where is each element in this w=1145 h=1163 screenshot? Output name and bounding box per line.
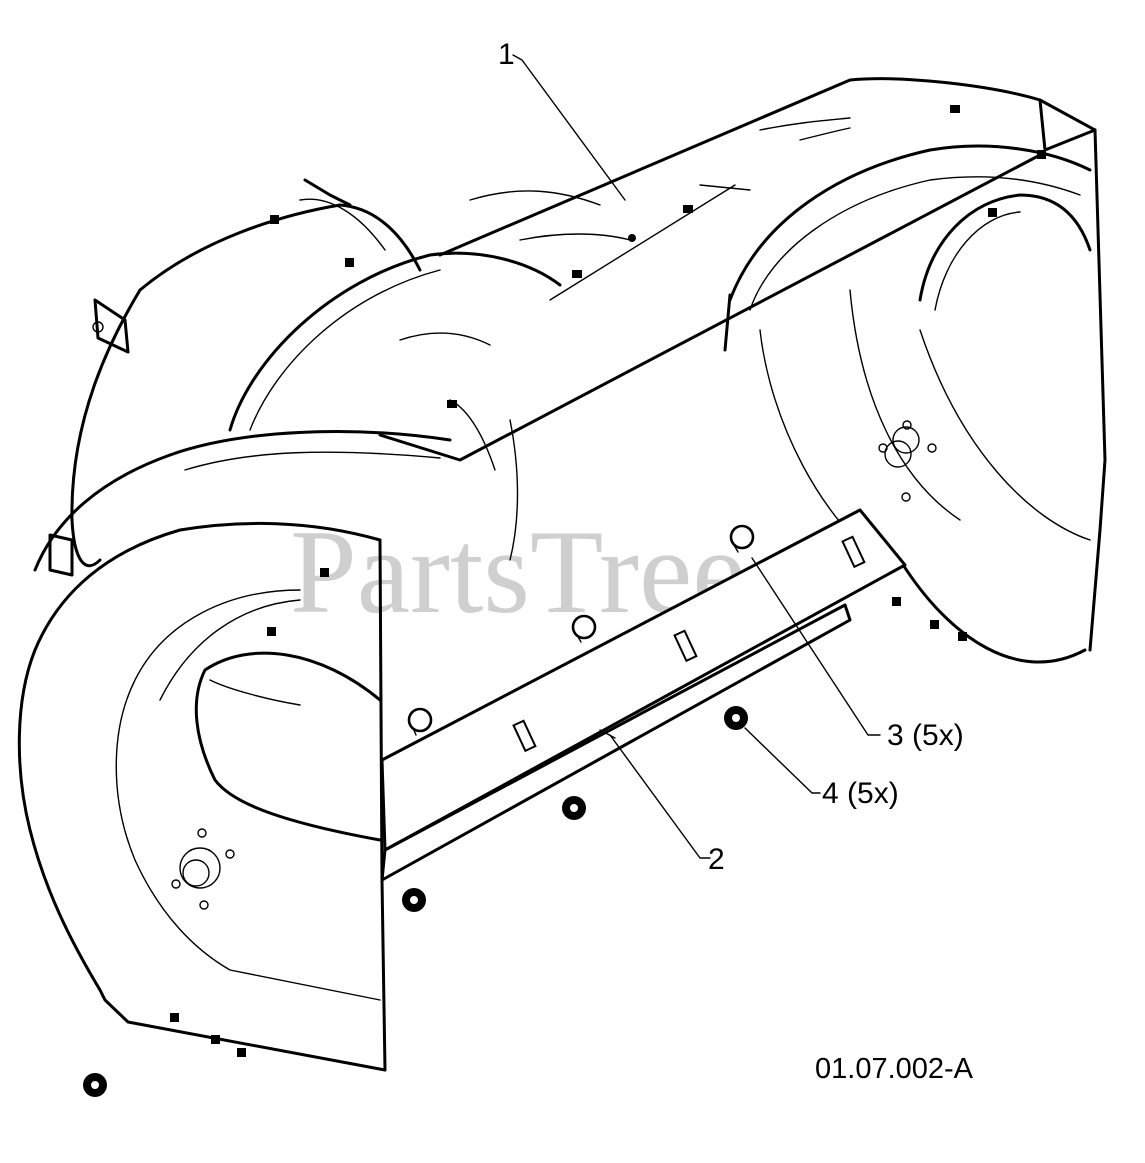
auger-shell [168, 190, 631, 561]
left-front-housing [17, 453, 387, 1072]
callout-3: 3 (5x) [887, 719, 964, 752]
callout-2: 2 [708, 843, 725, 876]
callout-1: 1 [498, 38, 515, 71]
carriage-bolts [407, 524, 755, 736]
left-rear-housing [48, 178, 422, 577]
top-beam [378, 77, 1097, 462]
hex-nuts [83, 706, 748, 1097]
right-housing [723, 128, 1107, 664]
leader-lines [512, 54, 881, 859]
drawing-code: 01.07.002-A [815, 1053, 974, 1085]
callout-4: 4 (5x) [822, 777, 899, 810]
